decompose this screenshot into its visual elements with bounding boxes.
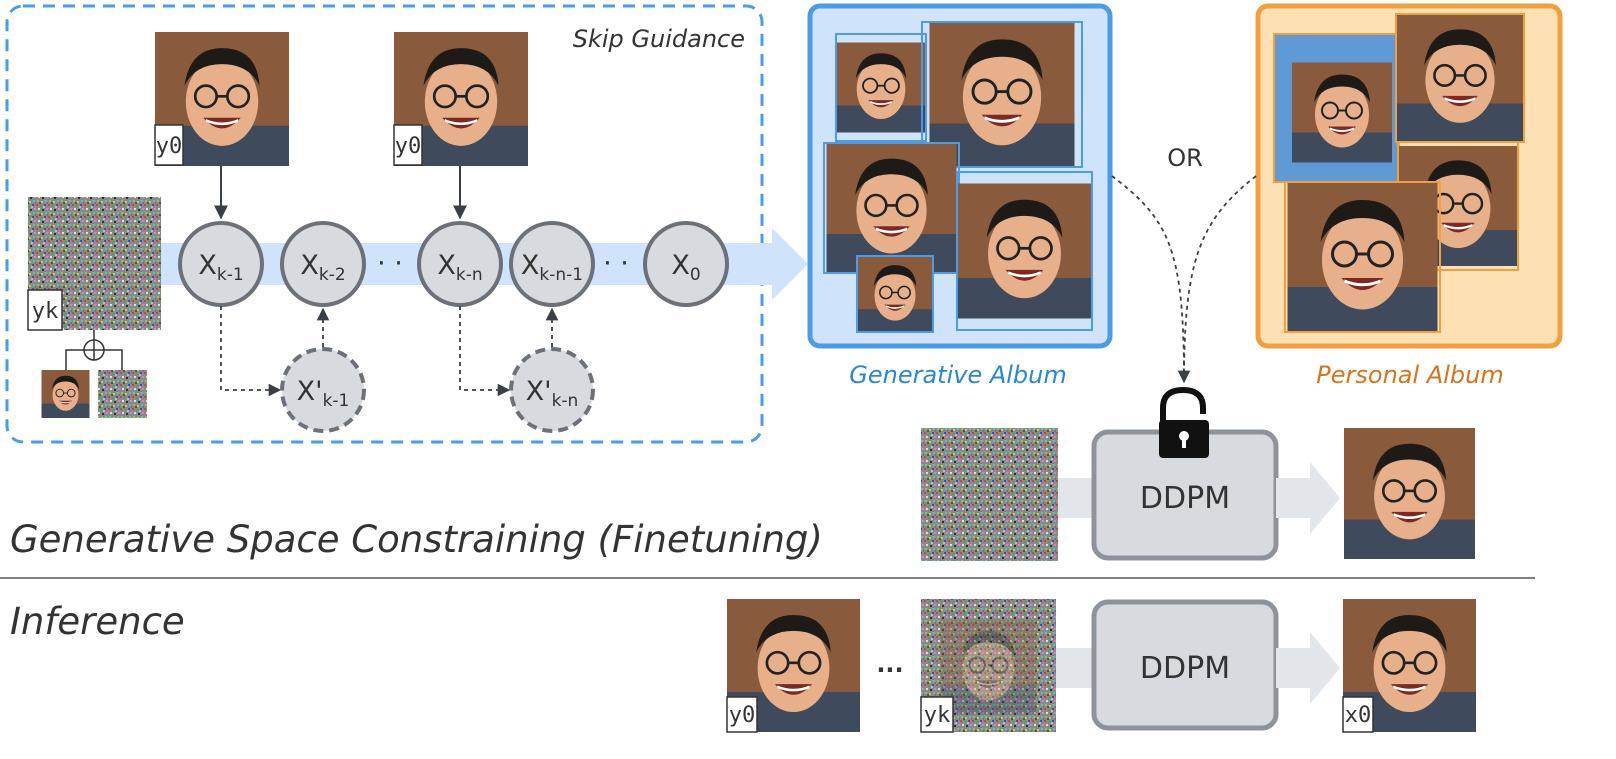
chain-node-xk-2: Xk-2	[280, 221, 366, 307]
finetune-output-arrow	[1276, 462, 1340, 534]
finetune-noise-image	[921, 428, 1058, 561]
generative-to-model-curve	[1111, 175, 1185, 383]
personal-album-label: Personal Album	[1316, 361, 1503, 389]
svg-text:Xk-n: Xk-n	[437, 250, 482, 285]
finetune-input-arrow	[1058, 478, 1094, 518]
skip-guidance-title: Skip Guidance	[573, 25, 745, 53]
generative-album-photos	[823, 21, 1093, 333]
svg-text:X'k-1: X'k-1	[297, 376, 350, 411]
skip-guidance-box	[5, 4, 764, 444]
svg-text:Xk-1: Xk-1	[198, 250, 243, 285]
inference-output-label: x0	[1345, 703, 1372, 728]
skip-node-xpk-1: X'k-1	[280, 347, 366, 433]
skip-connector-2	[459, 306, 511, 397]
guidance-face-image-2: y0	[393, 32, 528, 166]
finetune-ddpm-label: DDPM	[1140, 481, 1230, 516]
inference-ddpm-label: DDPM	[1140, 651, 1230, 686]
generative-album-label: Generative Album	[849, 361, 1067, 389]
personal-to-model-curve	[1177, 175, 1257, 384]
finetune-output-face	[1343, 428, 1476, 559]
skip-node-xpk-n: X'k-n	[509, 347, 595, 433]
svg-text:Xk-n-1: Xk-n-1	[521, 250, 583, 285]
inference-input-label: y0	[729, 703, 756, 728]
inference-noisy-image: yk	[920, 599, 1056, 733]
inference-input-face: y0	[726, 599, 860, 733]
unlock-icon	[1159, 386, 1209, 458]
chain-ellipsis-2: · ·	[603, 248, 629, 279]
combine-face-thumbnail	[41, 370, 90, 418]
inference-section-title: Inference	[10, 600, 185, 643]
guidance-face-image-1: y0	[154, 32, 289, 166]
combine-operator	[65, 330, 123, 370]
inference-noisy-label: yk	[924, 703, 951, 728]
chain-node-x0: X0	[643, 221, 729, 307]
svg-text:X0: X0	[671, 250, 700, 285]
guidance-face-2-label: y0	[395, 134, 422, 159]
noisy-input-label: yk	[32, 299, 59, 324]
inference-ellipsis: ...	[876, 650, 903, 678]
chain-node-xk-n: Xk-n	[417, 221, 503, 307]
finetune-section-title: Generative Space Constraining (Finetunin…	[10, 518, 823, 561]
inference-output-arrow	[1276, 632, 1340, 704]
personal-album-photos	[1273, 13, 1525, 333]
inference-input-arrow	[1056, 648, 1094, 688]
skip-connector-1	[220, 306, 282, 397]
svg-text:Xk-2: Xk-2	[300, 250, 345, 285]
noisy-input-image: yk	[27, 197, 161, 331]
chain-node-xk-n-1: Xk-n-1	[509, 221, 595, 307]
combine-noise-thumbnail	[98, 370, 147, 418]
svg-text:X'k-n: X'k-n	[526, 376, 579, 411]
chain-ellipsis-1: · ·	[377, 248, 403, 279]
inference-output-face: x0	[1342, 599, 1476, 733]
guidance-face-1-label: y0	[156, 134, 183, 159]
chain-flow-arrowhead	[772, 228, 808, 300]
chain-node-xk-1: Xk-1	[178, 221, 264, 307]
or-label: OR	[1167, 144, 1203, 172]
